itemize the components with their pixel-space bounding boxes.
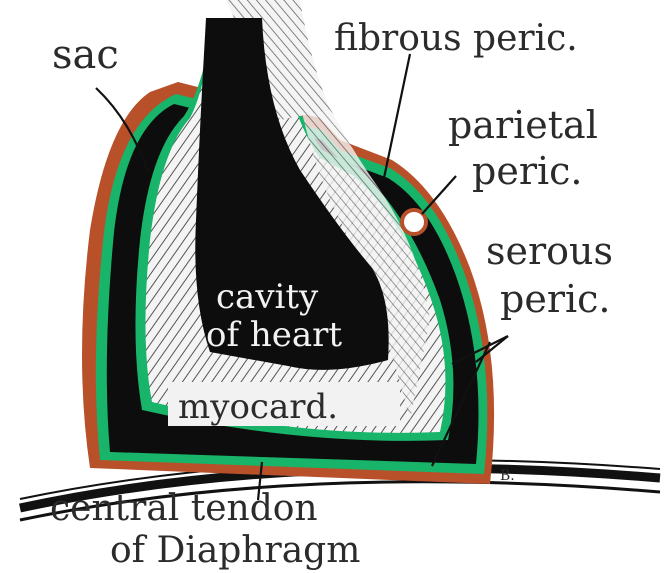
label-of-diaphragm: of Diaphragm (110, 530, 360, 571)
artist-signature: B. (500, 468, 515, 484)
label-serous-peric: peric. (500, 277, 611, 321)
label-central-tendon: central tendon (50, 488, 318, 529)
label-myocard: myocard. (178, 387, 338, 427)
label-of-heart: of heart (206, 315, 342, 355)
label-serous: serous (486, 229, 613, 273)
leader-fibrous (384, 54, 410, 178)
label-cavity: cavity (216, 277, 319, 317)
label-fibrous-peric: fibrous peric. (334, 18, 578, 59)
label-parietal: parietal (448, 103, 598, 147)
label-parietal-peric: peric. (472, 149, 583, 193)
label-sac: sac (52, 32, 119, 78)
